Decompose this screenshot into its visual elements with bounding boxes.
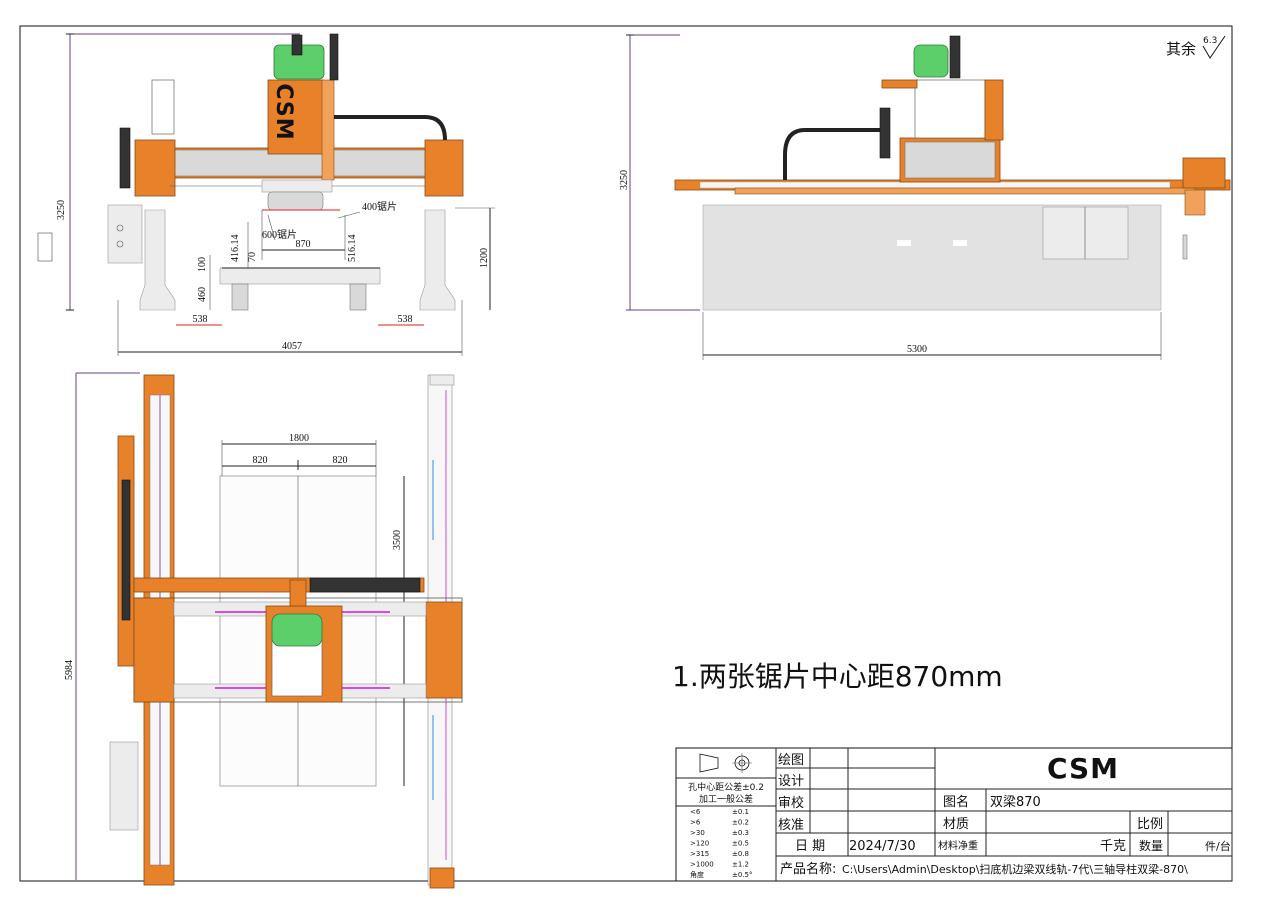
weight-unit: 千克 xyxy=(1100,839,1126,854)
drawing-name: 双梁870 xyxy=(990,795,1041,810)
control-box xyxy=(37,232,53,262)
tolerance-range: 角度 xyxy=(690,870,704,879)
cutting-head-column xyxy=(267,79,324,155)
side-height-dim: 3250 xyxy=(619,170,630,190)
half-left-dim: 820 xyxy=(253,455,268,466)
quantity-unit: 件/台 xyxy=(1205,839,1231,853)
net-weight-label: 材料净重 xyxy=(938,839,978,852)
roughness-value: 6.3 xyxy=(1203,36,1217,46)
front-height-dim: 3250 xyxy=(56,200,67,220)
blade-spacing-dim: 870 xyxy=(296,239,311,250)
front-width-dim: 4057 xyxy=(282,341,302,352)
h-516-dim: 516.14 xyxy=(347,235,358,263)
h-460-dim: 460 xyxy=(197,287,208,302)
surface-roughness: 其余 6.3 xyxy=(1166,35,1226,59)
tolerance-value: ±1.2 xyxy=(732,861,749,869)
scale-label: 比例 xyxy=(1137,817,1163,832)
top-motor xyxy=(271,613,323,647)
left-leg xyxy=(139,209,176,311)
top-cabinet xyxy=(109,741,139,831)
side-cabinet xyxy=(1042,206,1129,260)
right-height-dim: 1200 xyxy=(479,248,490,268)
tolerance-value: ±0.2 xyxy=(732,819,749,827)
h-100-dim: 100 xyxy=(197,257,208,272)
control-cabinet xyxy=(107,204,143,264)
tolerance-range: >315 xyxy=(690,850,709,858)
date-value: 2024/7/30 xyxy=(849,839,916,854)
worktable xyxy=(219,267,381,285)
role-label: 审校 xyxy=(778,795,804,811)
role-label: 绘图 xyxy=(778,753,804,768)
technical-note: 1.两张锯片中心距870mm xyxy=(672,660,1003,693)
roughness-label: 其余 xyxy=(1166,40,1196,58)
title-block: 孔中心距公差±0.2 加工一般公差 <6 ±0.1 >6 ±0.2 >30 ±0.3 >12… xyxy=(675,747,1233,882)
left-offset-dim: 538 xyxy=(193,314,208,325)
tolerance-range: >120 xyxy=(690,840,709,848)
tolerance-subtitle: 加工一般公差 xyxy=(699,793,753,805)
side-view: 3250 5300 xyxy=(619,34,1231,360)
top-view: 5984 1800 820 820 3500 xyxy=(64,372,463,889)
material-label: 材质 xyxy=(943,817,969,832)
front-view: 3250 CSM xyxy=(37,33,495,356)
projection-cone-icon xyxy=(699,753,719,773)
head-logo: CSM xyxy=(271,83,296,140)
half-right-dim: 820 xyxy=(333,455,348,466)
top-length-dim: 5984 xyxy=(64,660,75,680)
right-offset-dim: 538 xyxy=(398,314,413,325)
top-width-dim: 1800 xyxy=(289,433,309,444)
tolerance-rows: <6 ±0.1 >6 ±0.2 >30 ±0.3 >120 ±0.5 >315 ±0.8 >1000… xyxy=(690,808,753,879)
product-path: C:\Users\Admin\Desktop\扫底机边梁双线轨-7代\三轴导柱双… xyxy=(842,862,1188,876)
tolerance-value: ±0.5° xyxy=(732,871,753,879)
side-length-dim: 5300 xyxy=(907,344,927,355)
tolerance-range: >6 xyxy=(690,819,701,827)
h-70-dim: 70 xyxy=(247,252,258,262)
h-416-dim: 416.14 xyxy=(230,235,241,263)
side-motor xyxy=(913,44,949,78)
saw-blade-assembly xyxy=(267,191,324,211)
quantity-label: 数量 xyxy=(1139,838,1163,853)
role-label: 核准 xyxy=(778,818,804,833)
tolerance-value: ±0.3 xyxy=(732,829,749,837)
side-control-panel xyxy=(1182,157,1226,189)
drawing-name-label: 图名 xyxy=(943,794,969,810)
tolerance-range: <6 xyxy=(690,808,701,816)
tolerance-range: >1000 xyxy=(690,861,714,869)
tolerance-value: ±0.8 xyxy=(732,850,749,858)
blade-right-label: 400锯片 xyxy=(362,200,397,213)
role-label: 设计 xyxy=(778,774,804,789)
tolerance-value: ±0.5 xyxy=(732,840,749,848)
product-label: 产品名称: xyxy=(780,861,836,877)
tolerance-title: 孔中心距公差±0.2 xyxy=(688,781,764,793)
company-logo: CSM xyxy=(1047,752,1119,785)
date-label: 日 期 xyxy=(795,839,825,854)
right-leg xyxy=(419,209,456,311)
tolerance-value: ±0.1 xyxy=(732,808,749,816)
table-length-dim: 3500 xyxy=(392,530,403,550)
blade-left-label: 600锯片 xyxy=(262,228,297,241)
tolerance-range: >30 xyxy=(690,829,705,837)
